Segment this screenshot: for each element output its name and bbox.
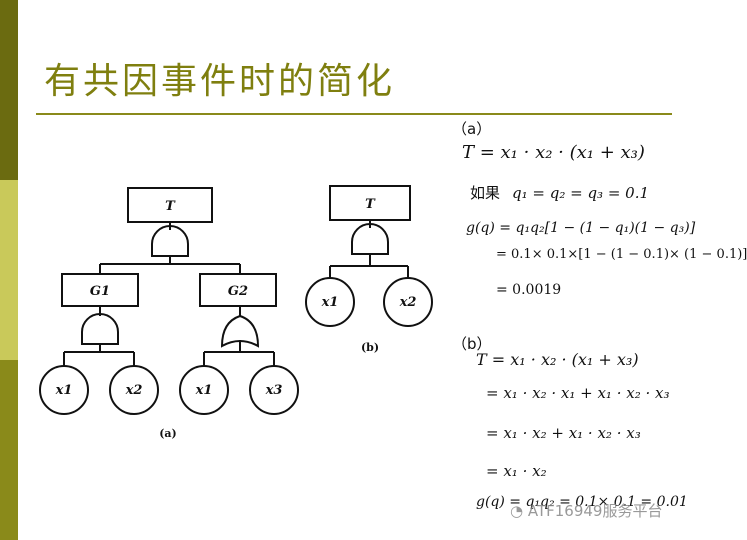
formula-b-line2: = x₁ · x₂ · x₁ + x₁ · x₂ · x₃ xyxy=(486,384,670,402)
basic-event-label: x1 xyxy=(195,383,213,398)
formula-b-line3: = x₁ · x₂ + x₁ · x₂ · x₃ xyxy=(486,424,641,442)
side-stripe xyxy=(0,0,18,540)
probability-values: q₁ = q₂ = q₃ = 0.1 xyxy=(512,184,650,202)
formula-b-line4: = x₁ · x₂ xyxy=(486,462,547,480)
formula-a-line5: = 0.0019 xyxy=(496,282,562,298)
basic-event-label: x2 xyxy=(125,383,143,398)
diagram-b-caption: (b) xyxy=(361,341,379,354)
formula-a-line1: T = x₁ · x₂ · (x₁ + x₃) xyxy=(462,142,645,163)
watermark-text: ATF16949服务平台 xyxy=(527,502,663,520)
stripe-middle xyxy=(0,180,18,360)
stripe-bottom xyxy=(0,360,18,540)
and-gate-icon xyxy=(351,223,389,255)
diagram-a-caption: (a) xyxy=(159,427,177,440)
fault-tree-b: T x1 x2 (b) xyxy=(305,185,433,354)
top-event-label: T xyxy=(365,197,376,212)
basic-event-label: x3 xyxy=(265,383,283,398)
top-event-label: T xyxy=(165,199,176,214)
basic-event-circle xyxy=(109,365,159,415)
formula-b-line1: T = x₁ · x₂ · (x₁ + x₃) xyxy=(476,350,639,369)
slide-title: 有共因事件时的简化 xyxy=(44,61,396,102)
basic-event-circle xyxy=(179,365,229,415)
basic-event-label: x2 xyxy=(399,295,417,310)
formula-a-line4: = 0.1× 0.1×[1 − (1 − 0.1)× (1 − 0.1)] xyxy=(496,247,747,262)
and-gate-icon xyxy=(151,225,189,257)
basic-event-label: x1 xyxy=(321,295,339,310)
section-a-label: （a） xyxy=(452,120,492,138)
basic-event-circle xyxy=(305,277,355,327)
gate-g1-label: G1 xyxy=(90,284,110,299)
basic-event-circle xyxy=(383,277,433,327)
formula-b-line5: g(q) = q₁q₂ = 0.1× 0.1 = 0.01 xyxy=(476,494,688,510)
basic-event-circle xyxy=(249,365,299,415)
fault-tree-a: T G1 G2 x1 x2 x1 x3 (a) xyxy=(39,187,299,440)
stripe-top xyxy=(0,0,18,180)
and-gate-icon xyxy=(81,313,119,345)
watermark: ◔ ATF16949服务平台 xyxy=(510,500,662,521)
if-label: 如果 xyxy=(470,184,501,202)
basic-event-label: x1 xyxy=(55,383,73,398)
wechat-icon: ◔ xyxy=(510,502,524,520)
gate-g2-box xyxy=(199,273,277,307)
section-b-label: （b） xyxy=(452,335,492,353)
formula-a-line2: 如果 q₁ = q₂ = q₃ = 0.1 xyxy=(470,182,649,203)
gate-g2-label: G2 xyxy=(228,284,248,299)
title-underline xyxy=(36,113,672,115)
formula-a-line3: g(q) = q₁q₂[1 − (1 − q₁)(1 − q₃)] xyxy=(466,220,696,236)
basic-event-circle xyxy=(39,365,89,415)
